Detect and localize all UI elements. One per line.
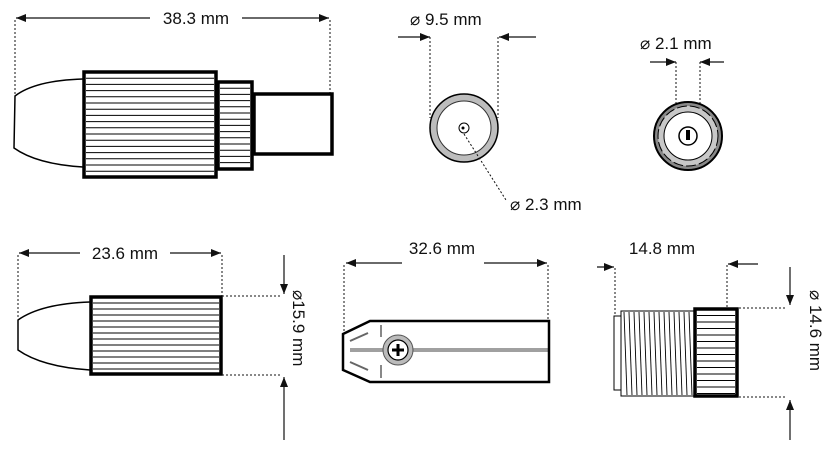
phillips-screw-icon [392, 344, 404, 356]
knurled-body [89, 295, 223, 376]
nut [693, 307, 739, 398]
length-label: 32.6 mm [409, 239, 475, 258]
nut-lines [697, 315, 735, 394]
thread-line [623, 311, 628, 396]
pin-diameter-label: ⌀ 2.3 mm [510, 195, 582, 214]
thread-line [673, 311, 678, 396]
thread-line [668, 311, 673, 396]
thread-line [663, 311, 668, 396]
socket-slot [686, 130, 690, 140]
diameter-label: ⌀ 9.5 mm [410, 10, 482, 29]
threaded-nut-view: 14.8 mm ⌀ 14.6 mm [597, 239, 825, 440]
tube [252, 92, 334, 156]
thread-line [653, 311, 658, 396]
thread-line [688, 311, 693, 396]
leader-line [463, 133, 507, 201]
insert-body [341, 319, 551, 384]
diameter-label: ⌀ 14.6 mm [806, 290, 825, 371]
diameter-label: ⌀ 2.1 mm [640, 34, 712, 53]
collar-lines [220, 87, 250, 164]
knurl-lines [86, 77, 214, 172]
thread-line [633, 311, 638, 396]
thread-line [683, 311, 688, 396]
pin-dot [461, 126, 465, 130]
thread-line [658, 311, 663, 396]
side-full-view: 38.3 mm [13, 9, 334, 179]
thread-line [643, 311, 648, 396]
front-inner-view: ⌀ 2.1 mm [640, 34, 724, 171]
thread-lines [623, 311, 693, 396]
thread-line [638, 311, 643, 396]
thread-line [648, 311, 653, 396]
cap-dome [13, 78, 84, 168]
knurled-body [82, 70, 218, 179]
length-label: 38.3 mm [163, 9, 229, 28]
slot [349, 361, 369, 371]
knurl-lines [93, 302, 219, 370]
diameter-label: ⌀15.9 mm [289, 290, 308, 366]
thread-line [678, 311, 683, 396]
cap-body-view: 23.6 mm ⌀15.9 mm [17, 244, 308, 440]
thread-line [628, 311, 633, 396]
cap-dome [17, 301, 91, 371]
length-label: 14.8 mm [629, 239, 695, 258]
front-outer-view: ⌀ 9.5 mm ⌀ 2.3 mm [398, 10, 582, 214]
length-label: 23.6 mm [92, 244, 158, 263]
slot [349, 332, 369, 342]
insert-view: 32.6 mm [341, 239, 551, 384]
